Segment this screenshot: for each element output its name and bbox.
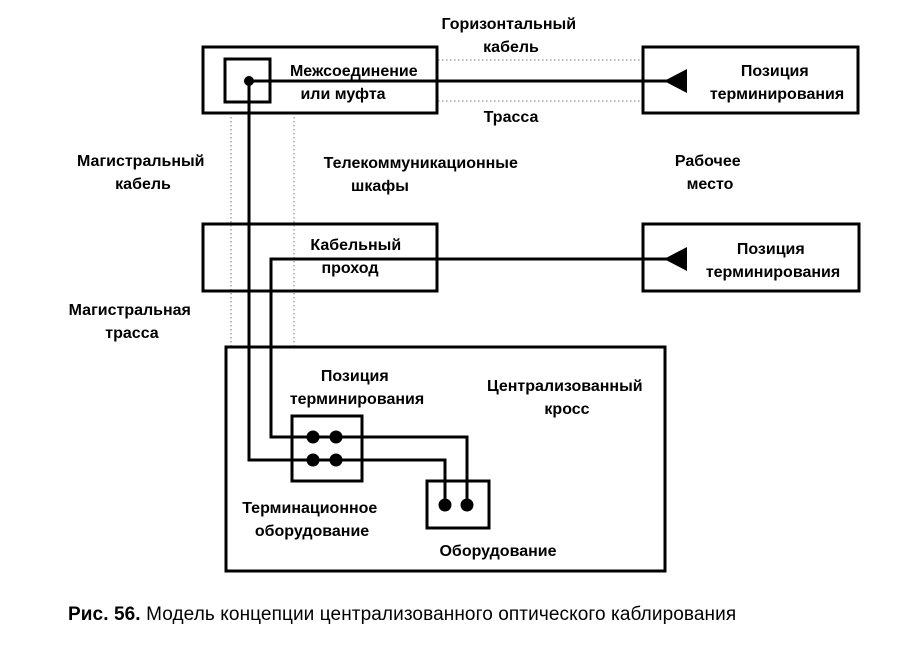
label-equipment: Оборудование xyxy=(439,543,556,560)
label-route: Трасса xyxy=(484,109,539,126)
label-termination-equipment: Терминационное оборудование xyxy=(242,500,382,540)
label-termination-top: Позиция терминирования xyxy=(710,63,844,103)
label-backbone-cable: Магистральный кабель xyxy=(77,153,209,193)
label-workplace: Рабочее место xyxy=(675,153,745,193)
equipment-box xyxy=(425,479,491,530)
figure-caption: Рис. 56. Модель концепции централизованн… xyxy=(68,604,736,626)
label-centralized-cross: Централизованный кросс xyxy=(487,378,647,418)
arrow-icon-top xyxy=(664,69,687,93)
label-termination-mid: Позиция терминирования xyxy=(706,241,840,281)
label-backbone-route: Магистральная трасса xyxy=(69,302,196,342)
centralized-cross-box xyxy=(224,345,667,573)
figure-caption-text: Модель концепции централизованного оптич… xyxy=(146,604,737,625)
label-termination-cross: Позиция терминирования xyxy=(290,368,424,408)
termination-equipment-box xyxy=(290,414,364,483)
figure-number: Рис. 56. xyxy=(68,604,141,625)
arrow-icon-mid xyxy=(664,247,687,271)
route-traces xyxy=(230,59,642,348)
connection-dots xyxy=(244,76,474,512)
cabling-diagram: Горизонтальный кабель Межсоединение или … xyxy=(69,16,861,573)
label-horizontal-cable: Горизонтальный кабель xyxy=(442,16,581,56)
label-interconnect: Межсоединение или муфта xyxy=(290,63,422,103)
label-telecom-closets: Телекоммуникационные шкафы xyxy=(324,155,523,195)
label-cable-pass: Кабельный проход xyxy=(310,237,405,277)
